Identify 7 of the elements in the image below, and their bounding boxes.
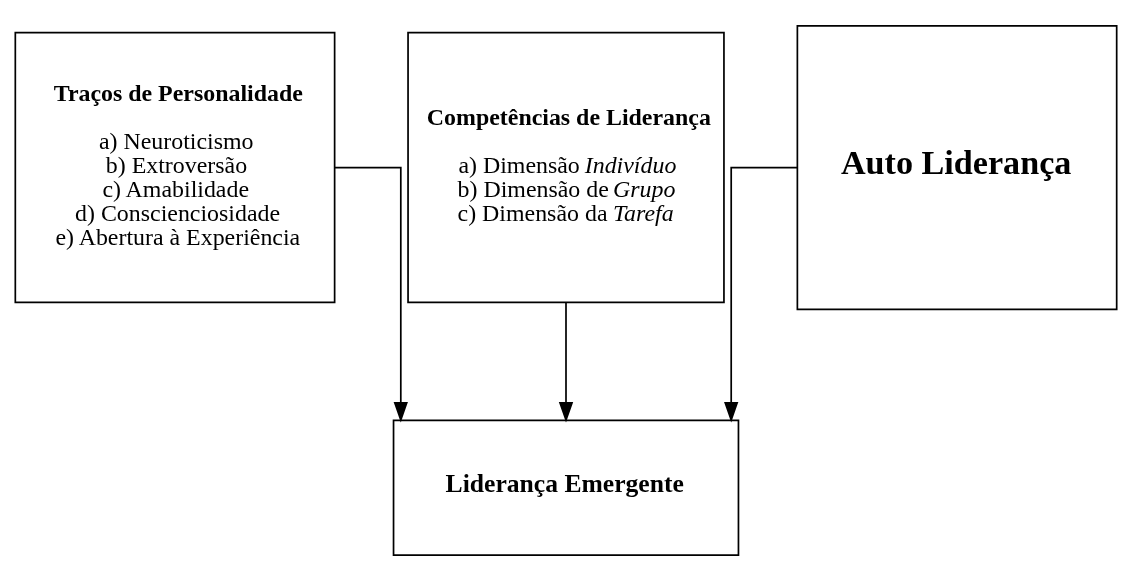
arrow: [334, 166, 408, 423]
arrow: [724, 166, 798, 423]
arrow: [558, 302, 574, 423]
node-box: Traços de Personalidade a) Neuroticismo b) Extroversão c) Amabilidade d) Conscienciosidade e) Abertura à Experiência: [14, 31, 336, 304]
node-box: Competências de Liderança a) Dimensão Indivíduo b) Dimensão de Grupo c) Dimensão da Tarefa: [407, 31, 725, 304]
node-box: Liderança Emergente: [392, 419, 740, 557]
node-box: Auto Liderança: [796, 24, 1118, 311]
